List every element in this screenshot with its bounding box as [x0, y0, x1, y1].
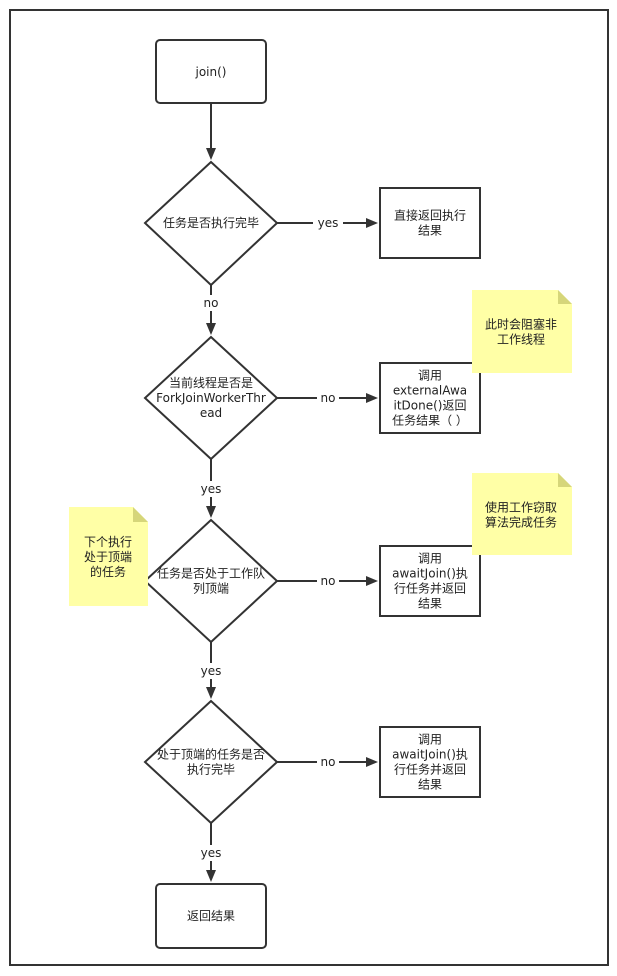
edge-label-bg: [196, 481, 226, 497]
note-block-text: 此时会阻塞非工作线程: [485, 317, 557, 347]
edge-top-no: no: [277, 573, 378, 589]
arrowhead-icon: [206, 687, 216, 699]
text-line: 算法完成任务: [485, 515, 557, 530]
arrowhead-icon: [206, 870, 216, 882]
text-line: 任务是否执行完毕: [163, 215, 259, 230]
text-line: 使用工作窃取: [485, 500, 557, 515]
text-line: 任务结果（ ）: [392, 413, 468, 428]
edge-label: yes: [201, 664, 222, 678]
edge-label: no: [321, 391, 336, 405]
node-start[interactable]: join(): [155, 39, 267, 104]
text-line: 任务是否处于工作队: [157, 566, 265, 581]
text-line: 处于顶端的任务是否: [157, 747, 265, 762]
edge-label: no: [321, 574, 336, 588]
note-steal: 使用工作窃取算法完成任务: [472, 473, 572, 555]
edge-top-yes: yes: [196, 642, 226, 699]
edge-label: yes: [201, 846, 222, 860]
node-check-top-text: 任务是否处于工作队列顶端: [157, 566, 265, 596]
node-check-top[interactable]: 任务是否处于工作队列顶端: [143, 518, 279, 644]
edge-done-yes: yes: [277, 215, 378, 231]
text-line: join(): [195, 65, 227, 79]
edge-label-bg: [317, 754, 339, 770]
node-start-text: join(): [195, 65, 227, 79]
text-line: 行任务并返回: [394, 762, 466, 777]
text-line: 调用: [418, 733, 442, 747]
edge-label: yes: [318, 216, 339, 230]
text-line: 处于顶端: [84, 550, 132, 564]
arrowhead-icon: [206, 506, 216, 518]
note-top-text: 下个执行处于顶端的任务: [84, 535, 132, 579]
edge-start-check-done: [206, 103, 216, 160]
note-steal-text: 使用工作窃取算法完成任务: [485, 500, 557, 530]
edge-label-bg: [317, 573, 339, 589]
edge-done-no: no: [200, 285, 222, 335]
text-line: 结果: [418, 778, 442, 792]
edge-label-bg: [317, 390, 339, 406]
text-line: 此时会阻塞非: [485, 317, 557, 332]
arrowhead-icon: [366, 757, 378, 767]
arrowhead-icon: [366, 576, 378, 586]
arrowhead-icon: [206, 323, 216, 335]
text-line: 工作线程: [497, 332, 545, 347]
node-return-result[interactable]: 返回结果: [155, 883, 267, 949]
note-top: 下个执行处于顶端的任务: [69, 507, 148, 606]
edge-label: yes: [201, 482, 222, 496]
node-check-top-done[interactable]: 处于顶端的任务是否执行完毕: [143, 699, 279, 825]
text-line: 调用: [418, 552, 442, 566]
arrowhead-icon: [366, 393, 378, 403]
edge-thread-no: no: [277, 390, 378, 406]
text-line: 调用: [418, 369, 442, 383]
edge-label-bg: [313, 215, 343, 231]
text-line: externalAwa: [393, 384, 467, 398]
note-block: 此时会阻塞非工作线程: [472, 290, 572, 373]
node-direct-return[interactable]: 直接返回执行结果: [379, 187, 481, 259]
text-line: 下个执行: [84, 535, 132, 549]
text-line: 结果: [418, 224, 442, 238]
text-line: 列顶端: [193, 582, 229, 596]
edge-label-bg: [200, 295, 222, 311]
node-check-top-done-text: 处于顶端的任务是否执行完毕: [157, 747, 265, 777]
edge-label-bg: [196, 845, 226, 861]
text-line: 当前线程是否是: [169, 375, 253, 390]
text-line: awaitJoin()执: [392, 748, 468, 762]
text-line: 执行完毕: [187, 762, 235, 777]
node-direct-return-text: 直接返回执行结果: [394, 208, 466, 238]
edge-label: no: [321, 755, 336, 769]
text-line: 的任务: [90, 564, 126, 579]
node-return-result-text: 返回结果: [187, 909, 235, 923]
text-line: 结果: [418, 597, 442, 611]
text-line: ead: [200, 406, 222, 420]
edge-label-bg: [196, 663, 226, 679]
arrowhead-icon: [366, 218, 378, 228]
node-check-done[interactable]: 任务是否执行完毕: [143, 160, 279, 287]
text-line: ForkJoinWorkerThr: [156, 391, 266, 405]
text-line: awaitJoin()执: [392, 567, 468, 581]
text-line: 直接返回执行: [394, 208, 466, 223]
text-line: 返回结果: [187, 909, 235, 923]
text-line: 行任务并返回: [394, 581, 466, 596]
edge-thread-yes: yes: [196, 459, 226, 518]
text-line: itDone()返回: [394, 399, 467, 413]
edge-topdone-yes: yes: [196, 823, 226, 882]
edge-topdone-no: no: [277, 754, 378, 770]
arrowhead-icon: [206, 148, 216, 160]
node-check-done-text: 任务是否执行完毕: [163, 215, 259, 230]
edge-label: no: [204, 296, 219, 310]
